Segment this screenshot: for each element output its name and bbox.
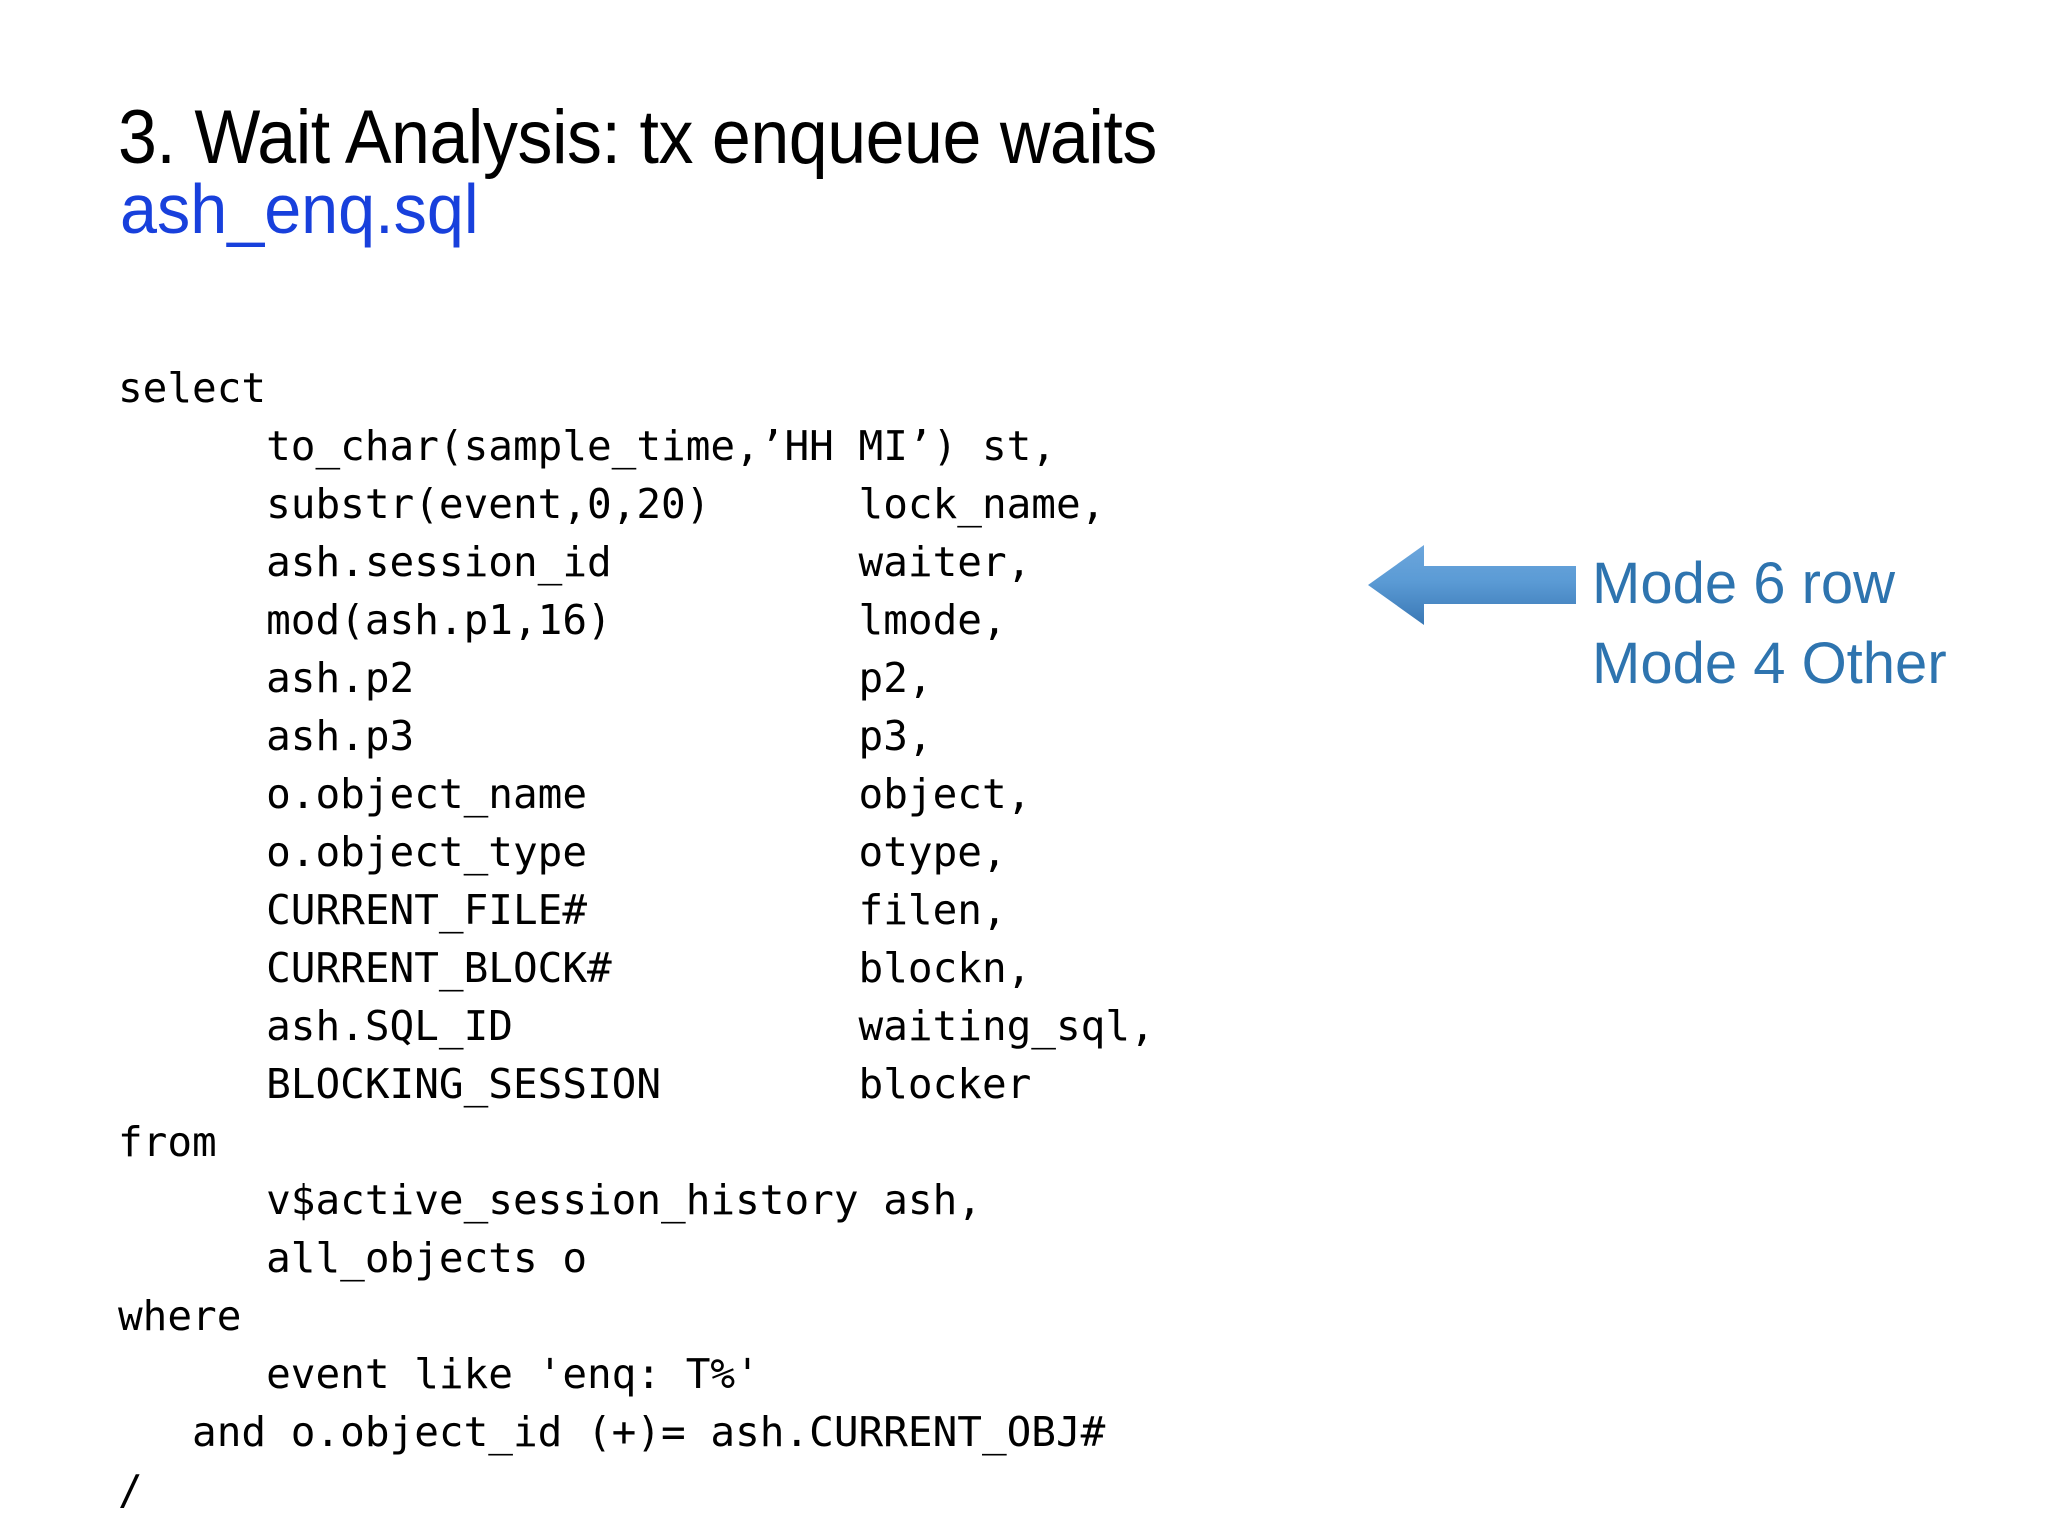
sql-file-name-heading: ash_enq.sql	[120, 170, 479, 248]
code-line: /	[118, 1466, 143, 1514]
code-line: and o.object_id (+)= ash.CURRENT_OBJ#	[118, 1408, 1106, 1456]
code-line: ash.p2 p2,	[118, 654, 933, 702]
code-line: v$active_session_history ash,	[118, 1176, 982, 1224]
code-line: all_objects o	[118, 1234, 587, 1282]
mode-annotation-line-1: Mode 6 row	[1592, 551, 1896, 616]
code-line: from	[118, 1118, 217, 1166]
code-line: BLOCKING_SESSION blocker	[118, 1060, 1032, 1108]
code-line: ash.p3 p3,	[118, 712, 933, 760]
code-line: ash.SQL_ID waiting_sql,	[118, 1002, 1155, 1050]
code-line: o.object_type otype,	[118, 828, 1007, 876]
mode-annotation-line-2: Mode 4 Other	[1592, 631, 1947, 696]
code-line: o.object_name object,	[118, 770, 1032, 818]
code-line: to_char(sample_time,’HH MI’) st,	[118, 422, 1056, 470]
code-line: substr(event,0,20) lock_name,	[118, 480, 1106, 528]
code-line: select	[118, 364, 267, 412]
code-line: ash.session_id waiter,	[118, 538, 1032, 586]
code-line: event like 'enq: T%'	[118, 1350, 760, 1398]
arrow-left-icon	[1368, 542, 1576, 628]
mode-annotation-text: Mode 6 row Mode 4 Other	[1592, 544, 1947, 704]
code-line: CURRENT_FILE# filen,	[118, 886, 1007, 934]
code-line: where	[118, 1292, 242, 1340]
sql-code-block: select to_char(sample_time,’HH MI’) st, …	[118, 359, 1538, 1519]
code-line: mod(ash.p1,16) lmode,	[118, 596, 1007, 644]
page-title: 3. Wait Analysis: tx enqueue waits	[118, 94, 1157, 180]
code-line: CURRENT_BLOCK# blockn,	[118, 944, 1032, 992]
